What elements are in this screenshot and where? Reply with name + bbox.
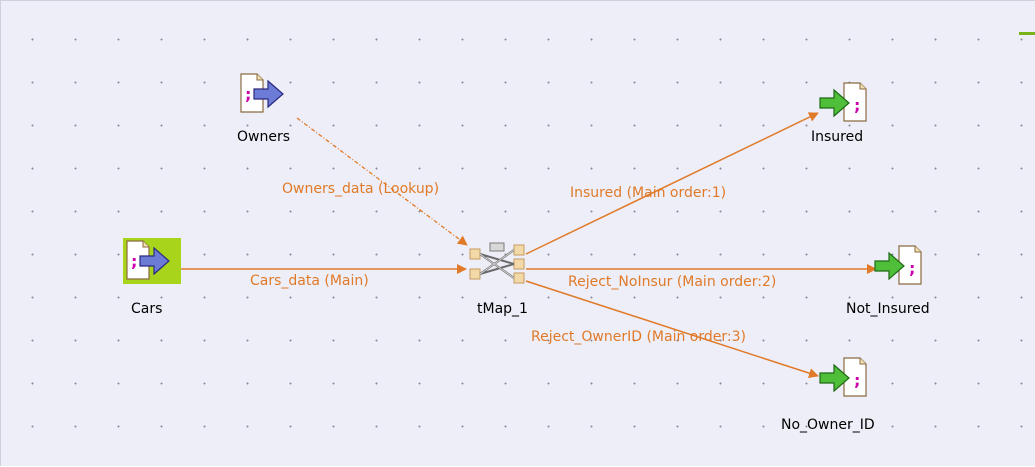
component-insured[interactable]: ;	[816, 81, 874, 125]
svg-text:;: ;	[854, 96, 860, 115]
component-tmap[interactable]	[468, 241, 528, 289]
link-label-insured[interactable]: Insured (Main order:1)	[570, 185, 727, 201]
tmap-icon	[469, 242, 525, 284]
file-output-icon: ;	[819, 357, 867, 397]
palette-marker	[1019, 32, 1035, 35]
file-input-icon: ;	[126, 240, 170, 280]
svg-text:;: ;	[245, 85, 251, 104]
link-insured[interactable]	[525, 112, 819, 255]
svg-text:;: ;	[131, 252, 137, 271]
component-label-insured[interactable]: Insured	[811, 129, 864, 145]
file-input-icon: ;	[240, 73, 284, 113]
component-label-cars[interactable]: Cars	[131, 301, 163, 317]
link-label-owners-data[interactable]: Owners_data (Lookup)	[282, 181, 440, 197]
component-label-no-owner-id[interactable]: No_Owner_ID	[781, 417, 875, 433]
component-label-not-insured[interactable]: Not_Insured	[846, 301, 930, 317]
file-output-icon: ;	[874, 245, 922, 285]
svg-text:;: ;	[909, 259, 915, 278]
component-label-tmap[interactable]: tMap_1	[477, 301, 528, 317]
link-reject-ownerid[interactable]	[525, 280, 819, 378]
component-cars[interactable]: ;	[123, 238, 181, 284]
component-not-insured[interactable]: ;	[871, 244, 929, 288]
component-label-owners[interactable]: Owners	[237, 129, 291, 145]
file-output-icon: ;	[819, 82, 867, 122]
component-owners[interactable]: ;	[237, 72, 295, 116]
link-label-reject-noinsur[interactable]: Reject_NoInsur (Main order:2)	[568, 274, 777, 290]
link-label-reject-ownerid[interactable]: Reject_OwnerID (Main order:3)	[531, 329, 746, 345]
svg-text:;: ;	[854, 371, 860, 390]
link-label-cars-data[interactable]: Cars_data (Main)	[250, 273, 369, 289]
component-no-owner-id[interactable]: ;	[816, 356, 874, 400]
